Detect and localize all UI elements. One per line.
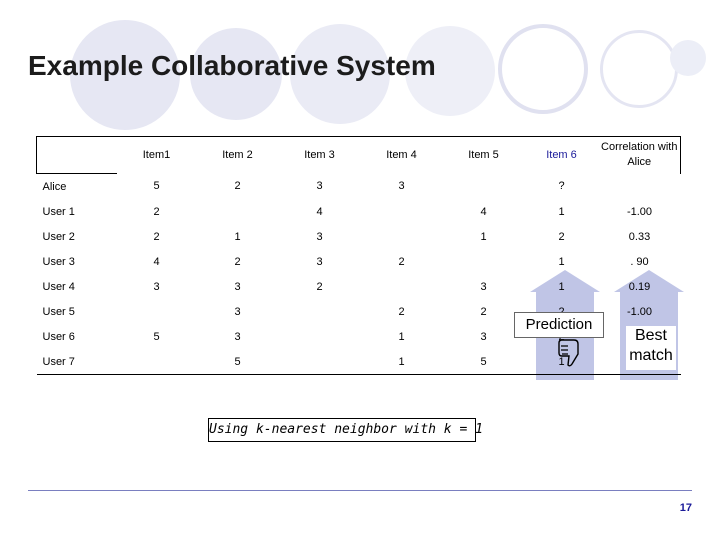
rating-cell: 4 [153,255,160,268]
rating-cell: 0.33 [628,230,651,243]
rating-cell: 3 [316,255,323,268]
rating-cell: -1.00 [626,205,653,218]
row-user-name: User 3 [42,255,75,268]
decor-circle-6 [600,30,678,108]
rating-cell: 1 [398,330,405,343]
table-row: User 5 3 2 2 2 -1.00 [37,299,681,324]
row-user-name: User 1 [42,205,75,218]
decor-circle-3 [290,24,390,124]
rating-cell [361,224,443,249]
decor-circle-1 [70,20,180,130]
rating-cell [279,299,361,324]
rating-cell [599,174,681,200]
rating-cell [361,199,443,224]
column-header: Item 5 [468,148,499,161]
column-header: Item 2 [222,148,253,161]
knn-note: Using k-nearest neighbor with k = 1 [208,418,483,442]
row-user-name: User 2 [42,230,75,243]
header-corner [36,136,117,174]
rating-cell: 2 [480,305,487,318]
rating-cell: 2 [234,180,241,193]
table-row: Alice 5 2 3 3? [37,174,681,200]
rating-cell: 5 [153,180,160,193]
rating-cell [361,274,443,299]
row-user-name: User 6 [42,330,75,343]
rating-cell: 3 [398,180,405,193]
rating-cell: 0.19 [628,280,651,293]
rating-cell: 2 [153,230,160,243]
column-header: Item1 [142,148,171,161]
row-user-name: Alice [42,180,67,193]
rating-cell: 2 [558,230,565,243]
rating-cell: 2 [525,299,599,324]
rating-cell: 1 [234,230,241,243]
row-user-name: User 5 [42,305,75,318]
rating-cell [116,349,197,375]
best-match-label: Best match [626,326,676,370]
rating-cell: 1 [558,255,565,268]
rating-cell: 2 [234,255,241,268]
ratings-table: Item1 Item 2 Item 3 Item 4 Item 5 Item 6 Corre… [36,136,681,375]
column-header: Item 3 [304,148,335,161]
table-row: User 4 3 3 2 3 1 0.19 [37,274,681,299]
rating-cell: 2 [398,305,405,318]
table-header-row: Item1 Item 2 Item 3 Item 4 Item 5 Item 6 Corre… [36,136,681,174]
rating-cell: ? [558,180,565,193]
rating-cell [443,174,525,200]
column-header: Correlation with Alice [598,136,681,174]
decor-circle-4 [405,26,495,116]
decor-circle-7 [670,40,706,76]
rating-cell: 5 [153,330,160,343]
row-user-name: User 4 [42,280,75,293]
rating-cell: 2 [153,205,160,218]
footer-divider [28,490,692,491]
rating-cell: 3 [480,330,487,343]
rating-cell [197,199,279,224]
rating-cell [443,249,525,274]
column-header: Item 4 [386,148,417,161]
rating-cell: 5 [442,349,525,375]
rating-cell: 3 [234,330,241,343]
rating-cell: . 90 [630,255,649,268]
rating-cell [278,349,361,375]
decor-circle-2 [190,28,282,120]
page-number: 17 [679,502,692,514]
table-row: User 1 2 4 4 1 -1.00 [37,199,681,224]
rating-cell: 1 [558,205,565,218]
rating-cell: 4 [480,205,487,218]
rating-cell: 1 [524,349,599,375]
table-row: User 3 4 2 3 2 1 . 90 [37,249,681,274]
column-header: Item 6 [546,148,577,161]
rating-cell: 1 [480,230,487,243]
rating-cell: 5 [196,349,279,375]
rating-cell: 2 [316,280,323,293]
rating-cell: 3 [234,305,241,318]
rating-cell: 3 [153,280,160,293]
rating-cell: 1 [360,349,443,375]
prediction-label: Prediction [514,312,604,338]
decor-circle-5 [498,24,588,114]
row-user-name: User 7 [36,349,117,375]
rating-cell [117,299,197,324]
slide-title: Example Collaborative System [28,50,436,81]
table-row: User 2 2 1 3 1 2 0.33 [37,224,681,249]
rating-cell: -1.00 [626,305,653,318]
rating-cell: 3 [316,180,323,193]
rating-cell: 4 [316,205,323,218]
rating-cell: 3 [234,280,241,293]
rating-cell [279,324,361,349]
rating-cell: 3 [316,230,323,243]
thumbs-down-icon [558,339,579,367]
rating-cell: 1 [558,280,565,293]
rating-cell: 3 [480,280,487,293]
rating-cell: 2 [398,255,405,268]
